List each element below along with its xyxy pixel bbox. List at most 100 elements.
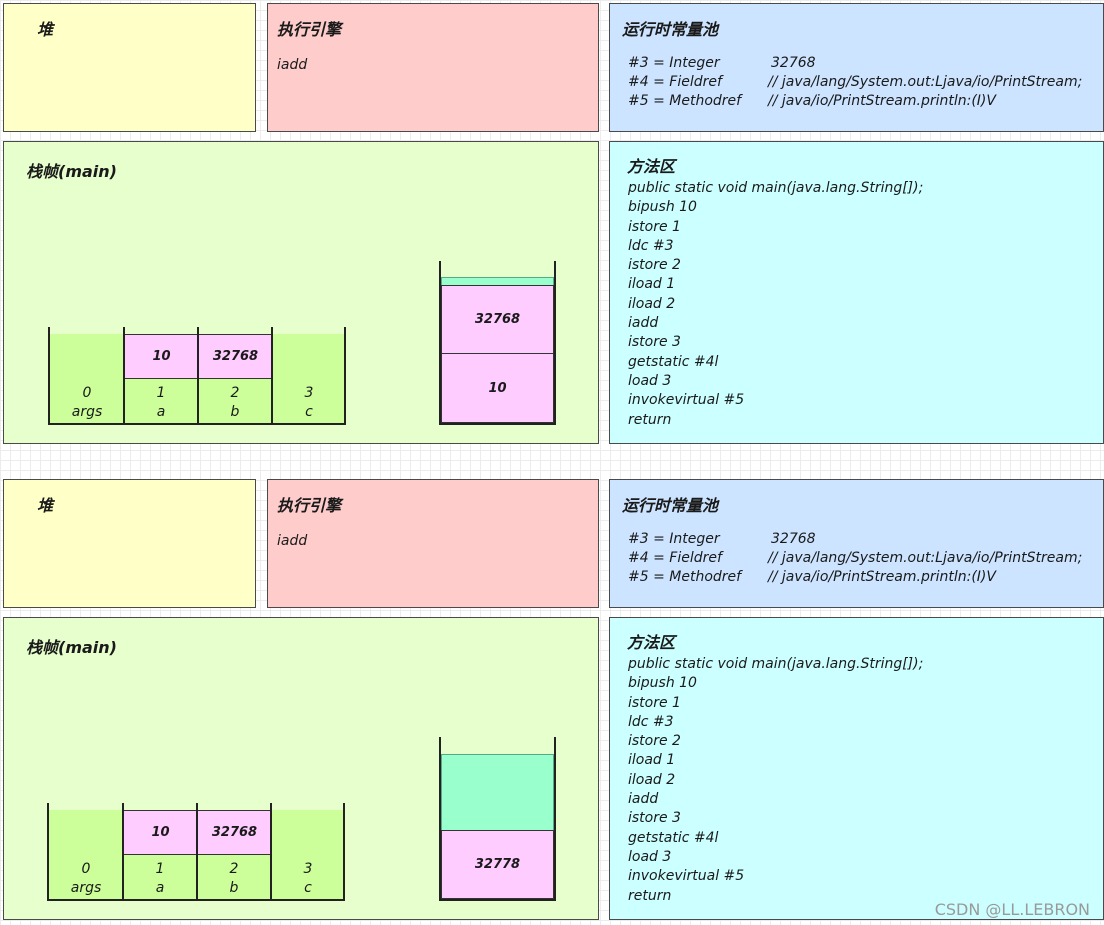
bytecode-line: istore 1: [628, 218, 681, 235]
table-floor: [47, 899, 345, 901]
local-slot-0: [50, 334, 124, 423]
bytecode-line: iload 2: [628, 771, 676, 788]
stack-frame-title: 栈帧(main): [26, 162, 117, 181]
bytecode-list: public static void main(java.lang.String…: [628, 655, 923, 906]
current-instruction: iadd: [277, 57, 308, 73]
table-wall: [47, 803, 49, 901]
table-wall: [343, 803, 345, 901]
bytecode-line: iadd: [628, 315, 659, 332]
bytecode-line: return: [628, 411, 672, 428]
bytecode-line: load 3: [628, 372, 672, 389]
table-divider: [271, 327, 273, 425]
stack-frame-title: 栈帧(main): [26, 638, 117, 657]
bytecode-line: ldc #3: [628, 713, 674, 730]
bytecode-line: iadd: [628, 791, 659, 808]
bytecode-list: public static void main(java.lang.String…: [628, 179, 923, 430]
bytecode-line: ldc #3: [628, 237, 674, 254]
operand-stack: 32778: [439, 737, 556, 901]
pool-entry-value: // java/io/PrintStream.println:(I)V: [768, 569, 996, 585]
stack-frame-box: 栈帧(main) 10 32768 0 args 1 a 2 b 3 c 327: [3, 617, 599, 920]
execution-engine-box: 执行引擎 iadd: [267, 3, 599, 132]
execution-engine-title: 执行引擎: [277, 20, 342, 39]
bytecode-line: load 3: [628, 848, 672, 865]
bytecode-line: invokevirtual #5: [628, 392, 745, 409]
slot-name: b: [230, 404, 240, 420]
local-variable-table: 10 32768 0 args 1 a 2 b 3 c: [47, 803, 345, 901]
local-value-b: 32768: [197, 810, 272, 855]
method-area-box: 方法区 public static void main(java.lang.St…: [609, 617, 1104, 920]
current-instruction: iadd: [277, 533, 308, 549]
bytecode-line: invokevirtual #5: [628, 868, 745, 885]
table-wall: [344, 327, 346, 425]
pool-entry-value: 32768: [771, 531, 816, 547]
table-divider: [123, 327, 125, 425]
table-floor: [48, 423, 346, 425]
slot-index: 2: [229, 861, 239, 877]
runtime-constant-pool-title: 运行时常量池: [622, 20, 719, 39]
slot-index: 2: [230, 385, 240, 401]
bytecode-line: istore 2: [628, 733, 681, 750]
pool-entry-ref: #5 = Methodref: [628, 569, 742, 585]
local-value-a: 10: [123, 810, 198, 855]
stack-wall: [554, 737, 556, 901]
operand-stack-empty-space: [441, 754, 554, 831]
csdn-watermark: CSDN @LL.LEBRON: [934, 900, 1090, 919]
stack-floor: [439, 899, 556, 901]
method-area-title: 方法区: [627, 633, 676, 652]
bytecode-line: iload 1: [628, 276, 676, 293]
execution-engine-box: 执行引擎 iadd: [267, 479, 599, 608]
slot-name: c: [304, 880, 312, 896]
table-divider: [197, 327, 199, 425]
pool-entry-ref: #4 = Fieldref: [628, 550, 722, 566]
stack-wall: [439, 261, 441, 425]
heap-box: 堆: [3, 479, 256, 608]
bytecode-line: return: [628, 887, 672, 904]
slot-name: c: [305, 404, 313, 420]
local-slot-0: [49, 810, 123, 899]
table-divider: [196, 803, 198, 901]
runtime-constant-pool-title: 运行时常量池: [622, 496, 719, 515]
slot-name: a: [155, 880, 165, 896]
table-wall: [48, 327, 50, 425]
pool-entry-ref: #3 = Integer: [628, 531, 720, 547]
bytecode-line: getstatic #4l: [628, 829, 719, 846]
bytecode-line: getstatic #4l: [628, 353, 719, 370]
slot-index: 1: [156, 385, 166, 401]
slot-index: 1: [155, 861, 165, 877]
operand-stack: 32768 10: [439, 261, 556, 425]
pool-entry-value: // java/lang/System.out:Ljava/io/PrintSt…: [768, 550, 1083, 566]
stack-wall: [439, 737, 441, 901]
slot-name: a: [156, 404, 166, 420]
local-slot-3: [271, 810, 343, 899]
pool-entry-ref: #3 = Integer: [628, 55, 720, 71]
heap-title: 堆: [37, 496, 54, 515]
slot-name: b: [229, 880, 239, 896]
stack-wall: [554, 261, 556, 425]
pool-entry-ref: #5 = Methodref: [628, 93, 742, 109]
heap-title: 堆: [37, 20, 54, 39]
runtime-constant-pool-box: 运行时常量池 #3 = Integer 32768 #4 = Fieldref …: [609, 3, 1104, 132]
pool-entry-ref: #4 = Fieldref: [628, 74, 722, 90]
bytecode-line: istore 1: [628, 694, 681, 711]
slot-index: 0: [81, 861, 91, 877]
local-slot-3: [272, 334, 344, 423]
local-variable-table: 10 32768 0 args 1 a 2 b 3 c: [48, 327, 346, 425]
local-value-b: 32768: [198, 334, 273, 379]
pool-entry-value: // java/io/PrintStream.println:(I)V: [768, 93, 996, 109]
slot-name: args: [70, 880, 102, 896]
bytecode-line: istore 3: [628, 810, 681, 827]
stack-frame-box: 栈帧(main) 10 32768 0 args 1 a 2 b 3 c: [3, 141, 599, 444]
heap-box: 堆: [3, 3, 256, 132]
operand-value: 32778: [441, 830, 554, 899]
bytecode-line: bipush 10: [628, 199, 697, 216]
bytecode-line: public static void main(java.lang.String…: [628, 180, 924, 196]
bytecode-line: iload 2: [628, 295, 676, 312]
slot-index: 0: [82, 385, 92, 401]
pool-entry-value: 32768: [771, 55, 816, 71]
method-area-box: 方法区 public static void main(java.lang.St…: [609, 141, 1104, 444]
slot-name: args: [71, 404, 103, 420]
slot-index: 3: [303, 861, 313, 877]
method-area-title: 方法区: [627, 157, 676, 176]
bytecode-line: iload 1: [628, 752, 676, 769]
pool-entry-value: // java/lang/System.out:Ljava/io/PrintSt…: [768, 74, 1083, 90]
